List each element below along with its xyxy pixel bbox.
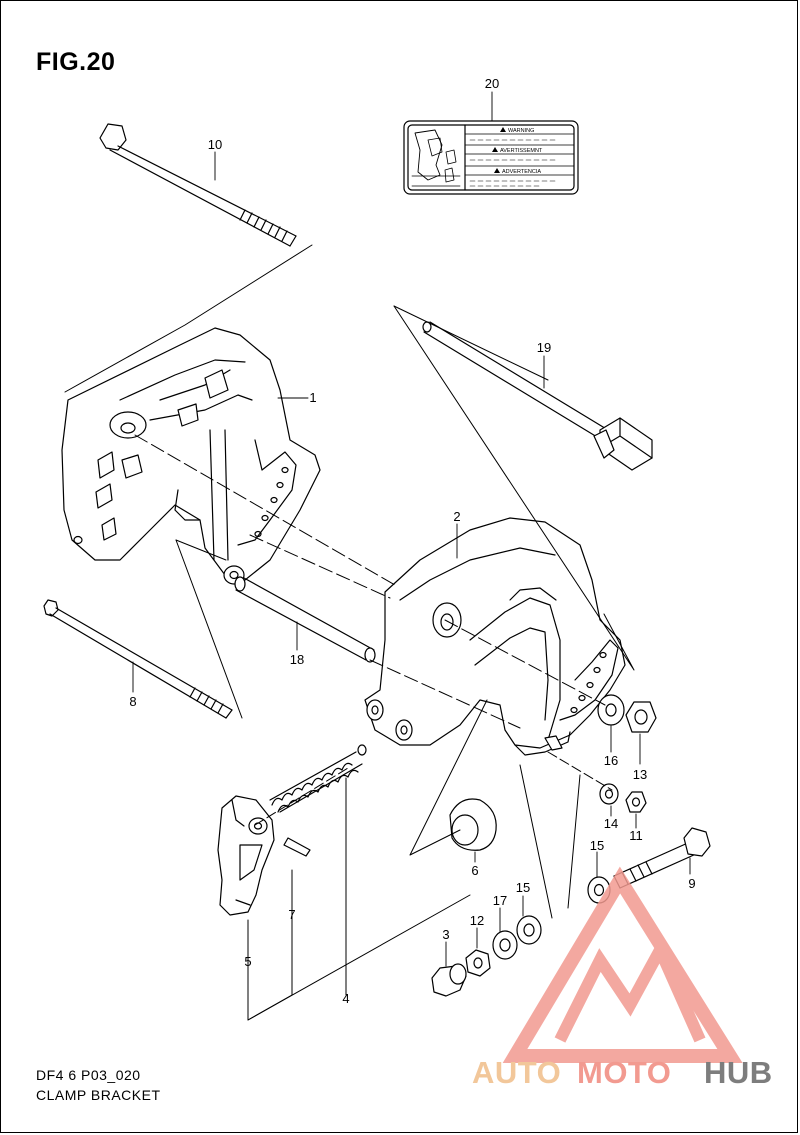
part-number-15-lower: 15 (516, 880, 530, 895)
part-number-16: 16 (604, 753, 618, 768)
watermark-text: AUTO MOTO HUB (472, 1055, 773, 1090)
footer-section-name: CLAMP BRACKET (36, 1087, 161, 1103)
watermark-logo-icon (502, 866, 743, 1063)
part-11-nut (625, 791, 647, 813)
part-16-washer (597, 694, 625, 726)
part-number-19: 19 (537, 340, 551, 355)
number-leaders (132, 91, 691, 967)
part-18-shaft (234, 576, 376, 663)
part-number-3: 3 (442, 927, 449, 942)
part-number-18: 18 (290, 652, 304, 667)
part-number-8: 8 (129, 694, 136, 709)
part-7-pin (283, 837, 311, 857)
part-1-clamp-bracket (61, 327, 321, 585)
part-number-labels: 10 1 2 19 20 18 8 16 13 14 11 15 6 9 15 … (129, 76, 695, 1006)
part-number-10: 10 (208, 137, 222, 152)
part-12-nut (465, 949, 491, 977)
figure-title: FIG.20 (36, 48, 116, 76)
part-number-17: 17 (493, 893, 507, 908)
part-14-washer (599, 783, 619, 805)
part-number-7: 7 (288, 907, 295, 922)
watermark-moto-text: MOTO (577, 1055, 671, 1090)
label-advertencia-text: ADVERTENCIA (502, 169, 541, 175)
part-15-washer-lower (516, 915, 542, 945)
part-19-rod (422, 321, 653, 471)
part-number-1: 1 (309, 390, 316, 405)
part-number-15-right: 15 (590, 838, 604, 853)
part-5-lever (217, 795, 275, 916)
part-13-nut (625, 701, 657, 733)
part-17-washer (492, 930, 518, 960)
part-4-spring (269, 744, 367, 813)
part-number-13: 13 (633, 767, 647, 782)
part-number-5: 5 (244, 954, 251, 969)
label-warning-text: WARNING (508, 128, 534, 134)
part-number-2: 2 (453, 509, 460, 524)
part-20-warning-label (403, 120, 579, 195)
part-number-12: 12 (470, 913, 484, 928)
watermark-auto-text: AUTO (472, 1055, 561, 1090)
label-text: WARNING AVERTISSEMNT ADVERTENCIA (492, 127, 543, 175)
part-9-bolt (613, 827, 711, 889)
part-number-20: 20 (485, 76, 499, 91)
part-6-rubber-boot (449, 798, 497, 851)
part-3-cap (431, 963, 467, 997)
part-number-4: 4 (342, 991, 349, 1006)
part-8-bolt (43, 599, 233, 719)
part-number-9: 9 (688, 876, 695, 891)
label-avertissement-text: AVERTISSEMNT (500, 148, 543, 154)
part-number-6: 6 (471, 863, 478, 878)
leader-lines (64, 244, 635, 1021)
footer-model-code: DF4 6 P03_020 (36, 1067, 141, 1083)
part-10-bolt (99, 123, 297, 247)
part-2-swivel-bracket (364, 517, 626, 756)
part-number-14: 14 (604, 816, 618, 831)
watermark-hub-text: HUB (704, 1055, 773, 1090)
part-number-11: 11 (629, 828, 643, 843)
